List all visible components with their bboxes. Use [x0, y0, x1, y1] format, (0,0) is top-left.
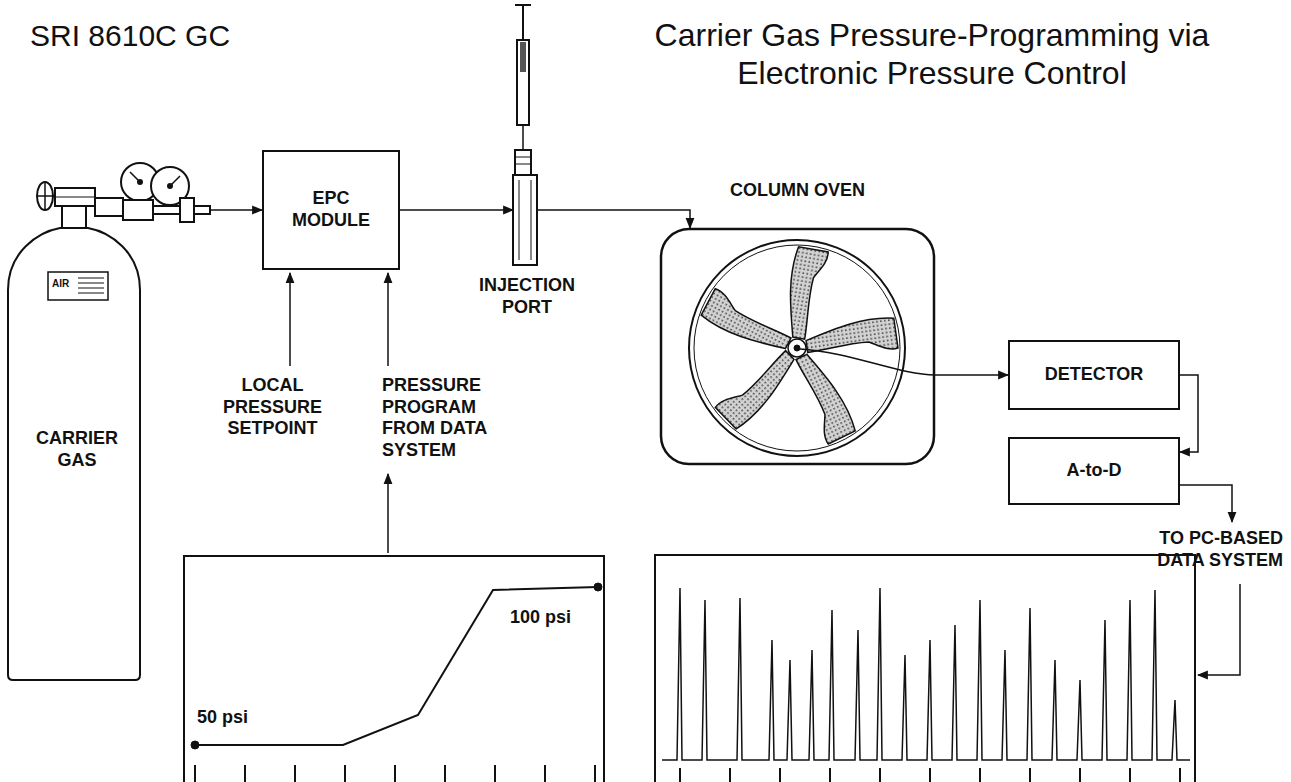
drawing-part	[594, 583, 602, 591]
input-label: LOCAL PRESSURE SETPOINT	[210, 375, 335, 440]
drawing-part	[130, 172, 180, 186]
flow-arrow	[210, 209, 262, 211]
pressure-program-plot: 50 psi 100 psi	[183, 555, 605, 782]
drawing-part	[689, 240, 905, 456]
drawing-part	[804, 316, 898, 361]
node-outline	[513, 150, 537, 265]
drawing-part	[522, 125, 524, 150]
drawing-part	[387, 474, 389, 553]
drawing-part	[138, 180, 142, 184]
node-label: 100 psi	[510, 607, 600, 629]
drawing-part	[662, 588, 1190, 760]
drawing-part	[519, 180, 531, 260]
drawing-part	[794, 345, 800, 351]
drawing-part	[694, 245, 900, 451]
drawing-part	[387, 273, 389, 366]
drawing-part	[8, 228, 140, 680]
flow-arrow	[537, 210, 690, 228]
flow-arrow	[935, 374, 1008, 376]
gas-cylinder	[8, 163, 210, 680]
drawing-part	[515, 5, 531, 40]
drawing-part	[655, 555, 1195, 782]
drawing-part	[78, 278, 104, 293]
drawing-part	[517, 40, 529, 125]
drawing-part	[700, 288, 795, 359]
drawing-part	[191, 741, 199, 749]
drawing-part	[168, 184, 172, 188]
instrument-name: SRI 8610C GC	[30, 18, 290, 54]
flow-arrow	[1180, 375, 1198, 452]
node-label: AIR	[52, 278, 82, 290]
drawing-part	[195, 765, 595, 782]
drawing-part	[515, 150, 531, 175]
column-oven-drawing	[661, 229, 935, 464]
injection-port: INJECTION PORT	[462, 150, 620, 325]
drawing-part	[55, 197, 95, 198]
drawing-part	[1180, 485, 1232, 522]
column-oven: COLUMN OVEN	[660, 180, 935, 465]
pressure-program-plot	[191, 583, 602, 782]
drawing-part	[1198, 584, 1240, 675]
process-box: EPC MODULE	[262, 150, 400, 270]
drawing-part	[513, 175, 537, 265]
drawing-part	[520, 42, 526, 72]
node-label: INJECTION PORT	[467, 275, 587, 318]
signal-leaders	[290, 273, 1240, 675]
drawing-part	[289, 273, 291, 366]
process-box: DETECTOR	[1008, 340, 1180, 410]
drawing-part	[661, 229, 934, 464]
drawing-part	[680, 768, 1180, 782]
node-label: EPC MODULE	[281, 188, 381, 231]
drawing-part	[48, 272, 108, 300]
diagram-title: Carrier Gas Pressure-Programming via Ele…	[582, 16, 1282, 93]
drawing-part	[789, 349, 858, 444]
node-label: A-to-D	[1067, 460, 1122, 482]
drawing-part	[123, 200, 153, 220]
gas-cylinder: AIR CARRIER GAS	[5, 160, 210, 685]
drawing-part	[800, 349, 935, 375]
drawing-part	[715, 345, 802, 431]
drawing-part	[515, 157, 531, 164]
node-outline	[660, 228, 935, 465]
drawing-part	[37, 182, 53, 210]
drawing-part	[95, 198, 123, 216]
output-label: TO PC-BASED DATA SYSTEM	[1133, 528, 1283, 571]
drawing-part	[788, 339, 806, 357]
process-box: A-to-D	[1008, 437, 1180, 505]
node-label: DETECTOR	[1045, 364, 1144, 386]
drawing-part	[37, 182, 53, 210]
flow-arrow	[400, 209, 513, 211]
node-label: COLUMN OVEN	[660, 180, 935, 202]
drawing-part	[700, 246, 898, 444]
drawing-part	[180, 198, 194, 222]
drawing-part	[53, 195, 56, 197]
drawing-part	[55, 188, 95, 206]
node-label: CARRIER GAS	[27, 428, 127, 471]
drawing-part	[781, 246, 829, 340]
drawing-part	[62, 205, 86, 228]
chromatogram	[655, 555, 1195, 782]
node-label: 50 psi	[197, 707, 287, 729]
input-label: PRESSURE PROGRAM FROM DATA SYSTEM	[382, 375, 517, 461]
syringe-and-port	[513, 5, 537, 265]
